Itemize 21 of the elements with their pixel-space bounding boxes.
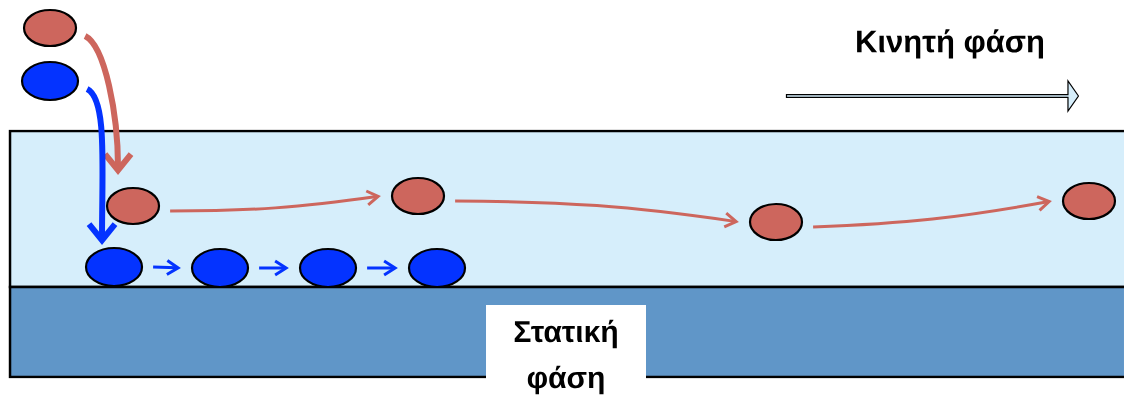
particle-ellipse	[1061, 181, 1117, 221]
particle-ellipse	[22, 8, 78, 48]
particle-ellipse	[298, 247, 358, 289]
particle-ellipse	[748, 202, 804, 242]
particle-ellipse	[190, 247, 250, 289]
particle-ellipse	[20, 60, 80, 102]
arrow	[170, 189, 381, 213]
arrow	[153, 259, 181, 276]
arrow	[455, 199, 739, 229]
arrow	[367, 259, 398, 277]
arrow	[85, 86, 118, 245]
particle-ellipse	[84, 246, 144, 288]
arrow	[813, 195, 1052, 229]
arrow	[83, 33, 134, 175]
particle-ellipse	[390, 176, 446, 216]
particle-ellipse	[407, 247, 467, 289]
arrow	[259, 259, 289, 277]
node-label: Στατική φάση	[514, 319, 617, 395]
heading: Κινητή φάση	[857, 29, 1043, 59]
label-box: Στατική φάση	[486, 305, 646, 409]
particle-ellipse	[105, 186, 161, 226]
